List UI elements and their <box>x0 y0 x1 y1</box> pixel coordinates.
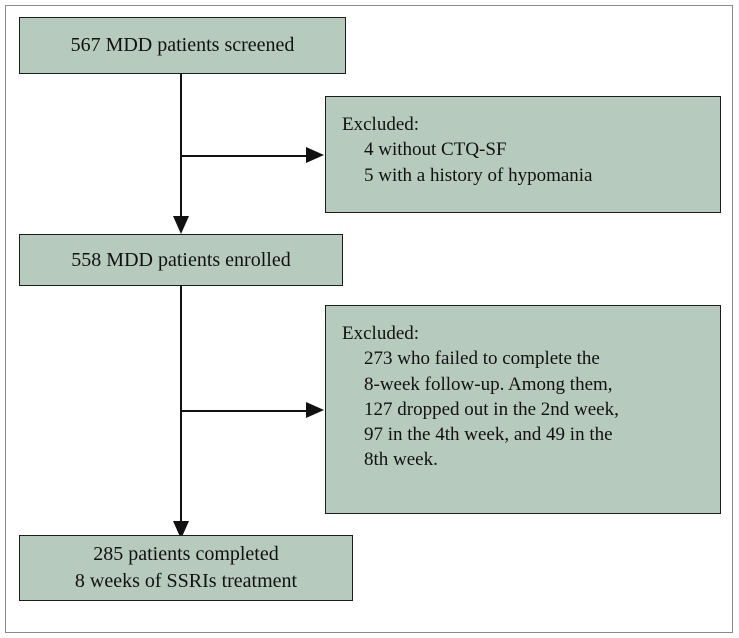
node-excluded-2-body: 273 who failed to complete the 8-week fo… <box>364 348 619 471</box>
arrowhead-right-to-excluded-1 <box>306 147 324 163</box>
connector-screened-to-excluded-1-line <box>181 155 307 157</box>
node-completed-label: 285 patients completed 8 weeks of SSRIs … <box>74 543 298 592</box>
node-excluded-2-heading: Excluded: <box>342 323 420 344</box>
node-screened-label: 567 MDD patients screened <box>70 34 295 57</box>
connector-enrolled-to-completed-line <box>180 286 182 530</box>
connector-screened-to-enrolled-line <box>180 74 182 221</box>
arrowhead-down-to-enrolled <box>173 216 189 234</box>
node-excluded-1: Excluded: 4 without CTQ-SF 5 with a hist… <box>325 96 721 213</box>
node-excluded-1-heading: Excluded: <box>342 114 420 135</box>
node-screened: 567 MDD patients screened <box>19 17 346 74</box>
node-excluded-1-body: 4 without CTQ-SF 5 with a history of hyp… <box>364 139 593 186</box>
node-enrolled-label: 558 MDD patients enrolled <box>71 248 291 271</box>
arrowhead-right-to-excluded-2 <box>306 402 324 418</box>
connector-enrolled-to-excluded-2-line <box>181 410 307 412</box>
node-completed: 285 patients completed 8 weeks of SSRIs … <box>19 535 353 601</box>
arrowhead-down-to-completed <box>173 521 189 539</box>
node-excluded-2: Excluded: 273 who failed to complete the… <box>325 305 721 514</box>
node-enrolled: 558 MDD patients enrolled <box>19 234 343 286</box>
